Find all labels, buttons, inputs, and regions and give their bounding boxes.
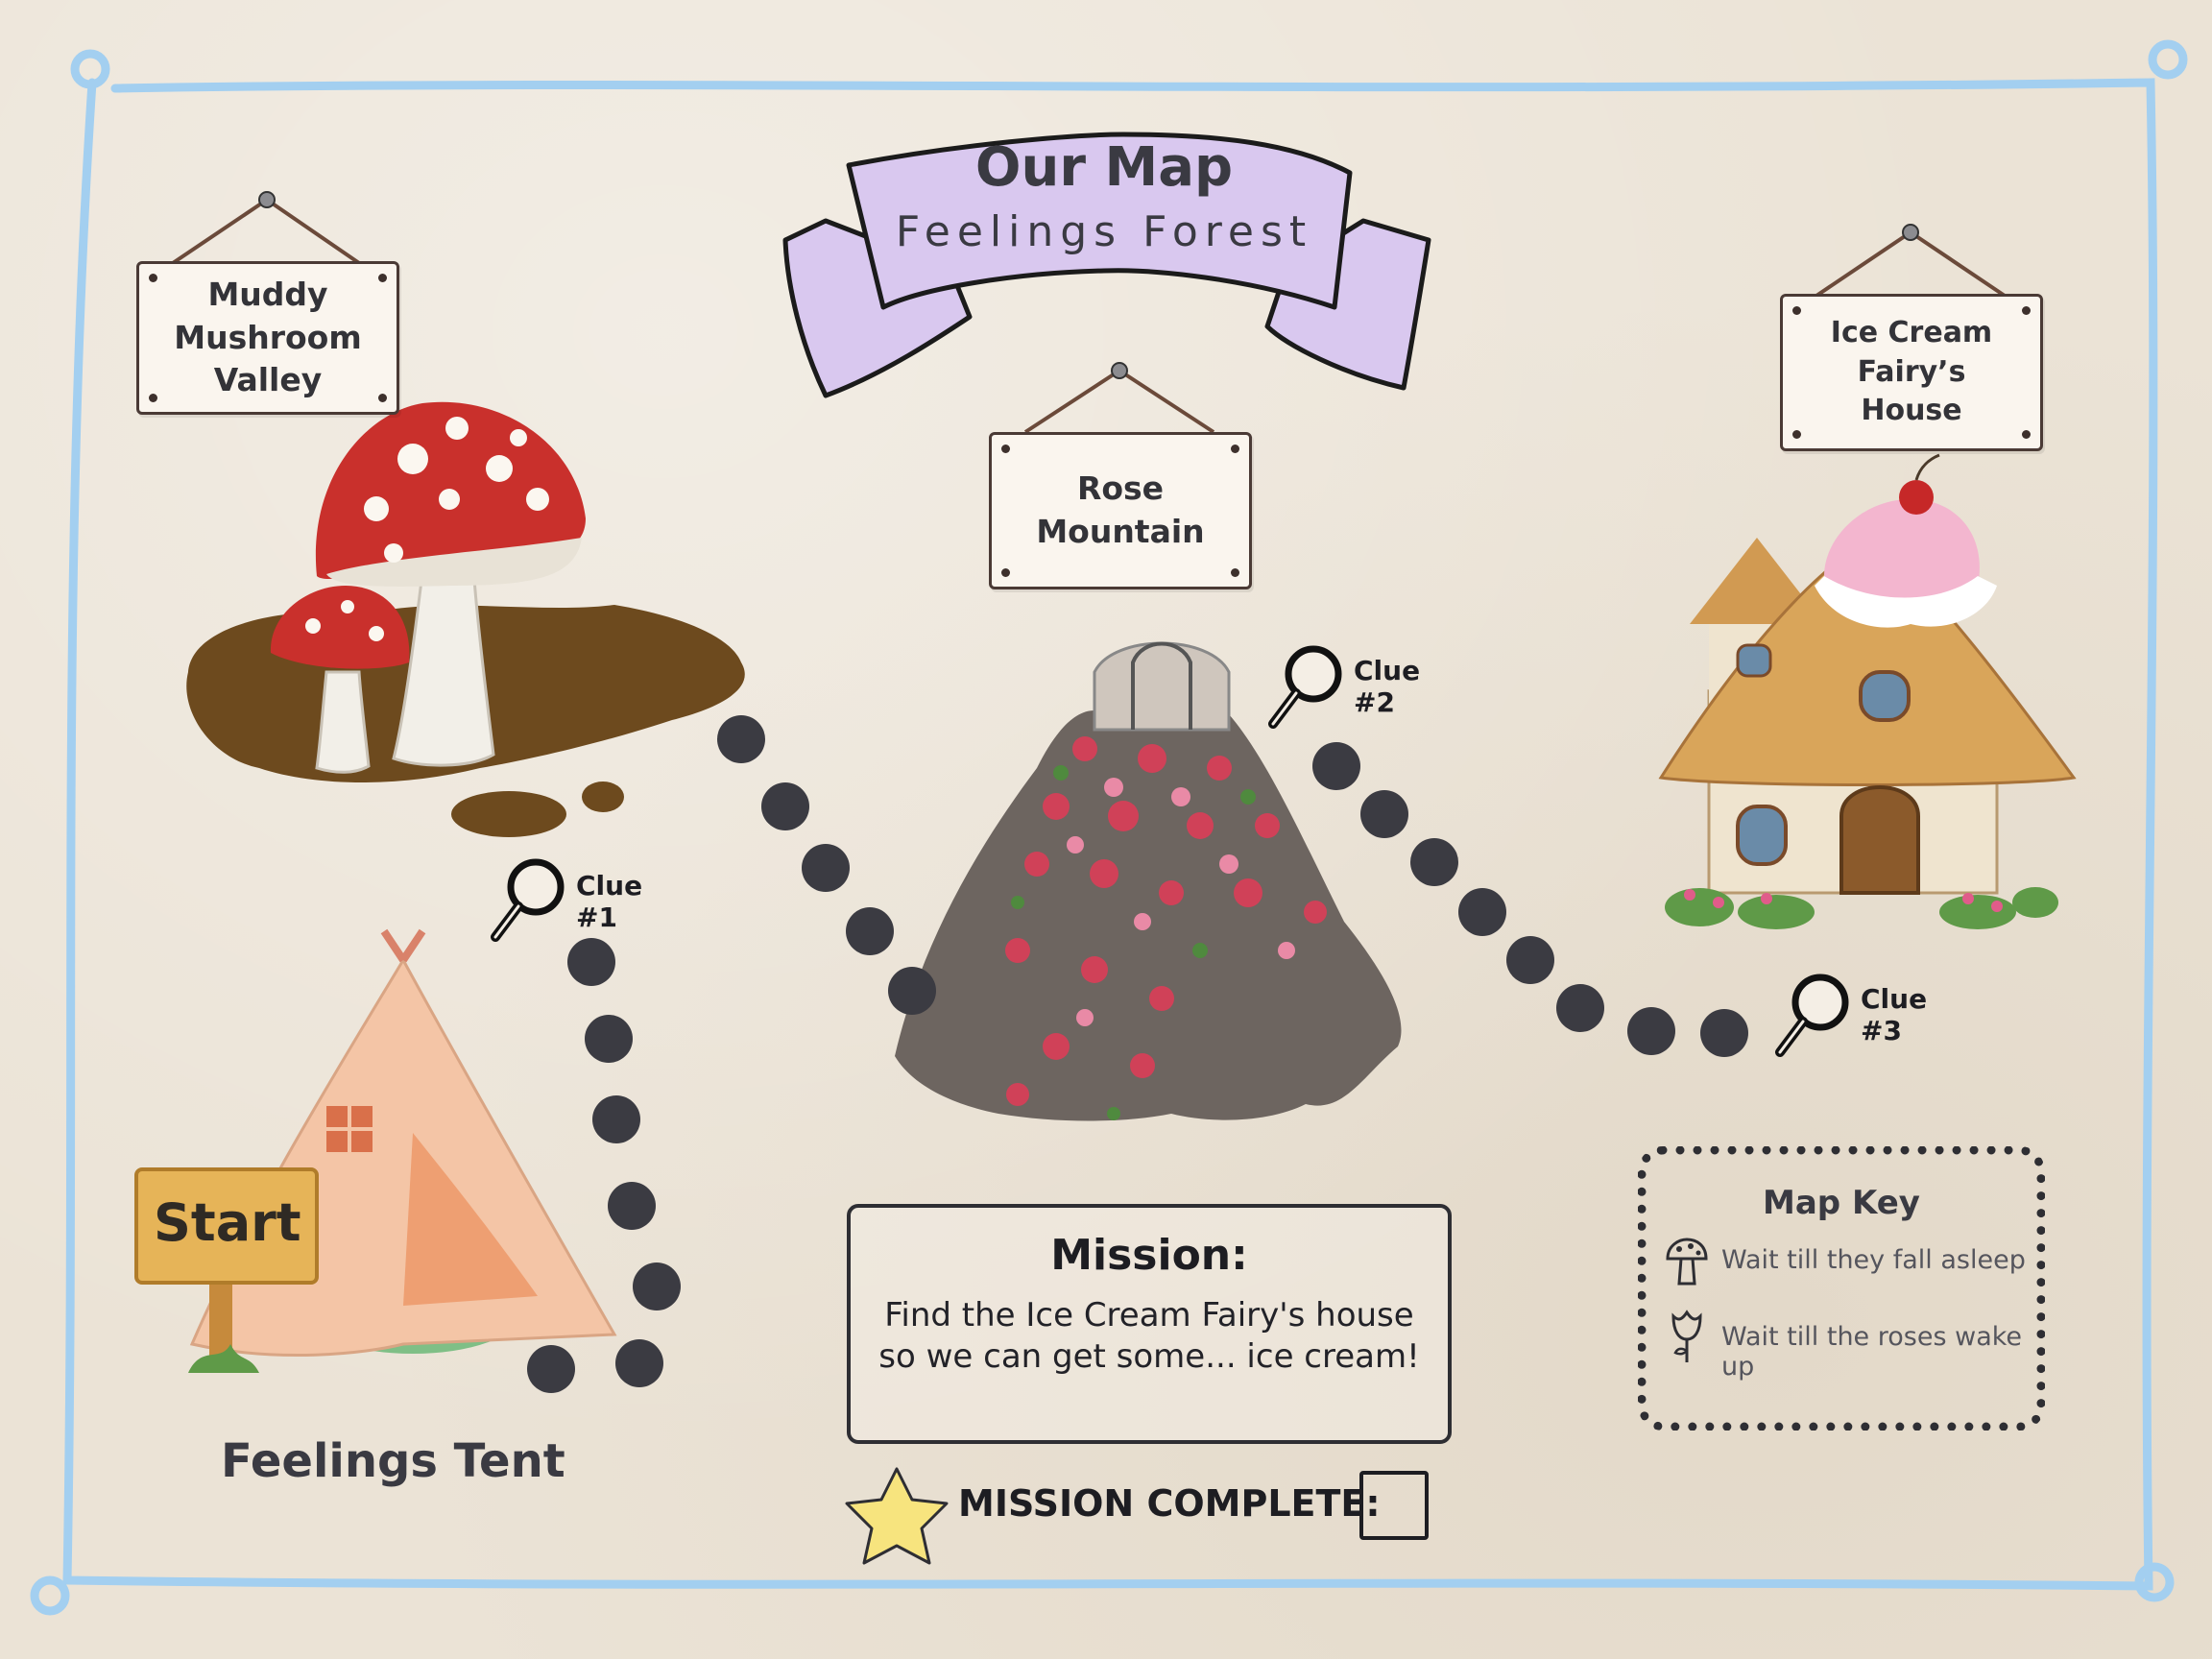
map-key-title: Map Key	[1763, 1184, 1920, 1222]
map-key: Map Key Wait till they fall asleep Wait …	[1638, 1146, 2045, 1431]
clue-3-label: Clue #3	[1861, 983, 1928, 1046]
sign-nail	[1231, 445, 1239, 453]
sign-nail	[1792, 430, 1801, 439]
clue-1-label: Clue #1	[576, 870, 643, 933]
map-key-item: Wait till they fall asleep	[1721, 1245, 2026, 1275]
clue-2-label: Clue #2	[1354, 655, 1421, 718]
map-title: Our Map	[974, 136, 1234, 199]
clue-3-marker[interactable]: Clue #3	[1772, 970, 1974, 1066]
feelings-tent-label: Feelings Tent	[221, 1434, 565, 1488]
sign-nail	[2022, 430, 2031, 439]
blue-frame	[30, 39, 2188, 1616]
sign-nail	[378, 274, 387, 282]
rose-mountain-illustration	[895, 641, 1402, 1121]
mission-complete-checkbox[interactable]	[1359, 1471, 1429, 1540]
start-label: Start	[154, 1192, 301, 1253]
clue-2-marker[interactable]: Clue #2	[1265, 641, 1467, 737]
sign-nail	[378, 394, 387, 402]
sign-nail	[2022, 306, 2031, 315]
mushroom-illustration	[270, 401, 586, 774]
magnifier-icon	[1268, 645, 1342, 729]
sign-nail	[149, 274, 157, 282]
mission-text: Find the Ice Cream Fairy's house so we c…	[878, 1296, 1420, 1376]
sign-nail	[1001, 568, 1010, 577]
sign-label: Muddy Mushroom Valley	[174, 276, 362, 399]
sign-muddy-mushroom-valley[interactable]: Muddy Mushroom Valley	[136, 261, 399, 415]
sign-rose-mountain[interactable]: Rose Mountain	[989, 432, 1252, 589]
sign-nail	[1792, 306, 1801, 315]
mushroom-icon	[1666, 1238, 1708, 1286]
clue-1-marker[interactable]: Clue #1	[488, 854, 689, 950]
start-sign-illustration	[134, 1167, 319, 1373]
sign-nail	[149, 394, 157, 402]
mission-complete-label: MISSION COMPLETE:	[958, 1482, 1381, 1525]
magnifier-icon	[491, 858, 565, 942]
map-subtitle: Feelings Forest	[895, 207, 1313, 256]
sign-nail	[1001, 445, 1010, 453]
sign-label: Rose Mountain	[1036, 469, 1205, 550]
map-key-item: Wait till the roses wake up	[1721, 1322, 2023, 1382]
magnifier-icon	[1775, 974, 1849, 1057]
sign-ice-cream-fairys-house[interactable]: Ice Cream Fairy’s House	[1780, 294, 2043, 451]
rose-icon	[1671, 1310, 1702, 1362]
mission-box: Mission: Find the Ice Cream Fairy's hous…	[847, 1204, 1452, 1444]
sign-nail	[1231, 568, 1239, 577]
mission-title: Mission:	[1050, 1231, 1248, 1280]
trail-dots	[527, 715, 1748, 1393]
sign-label: Ice Cream Fairy’s House	[1830, 316, 1993, 428]
ice-cream-house-illustration	[1658, 453, 2077, 929]
title-banner	[782, 132, 1431, 398]
tent-illustration	[189, 928, 617, 1358]
star-icon	[845, 1467, 949, 1565]
